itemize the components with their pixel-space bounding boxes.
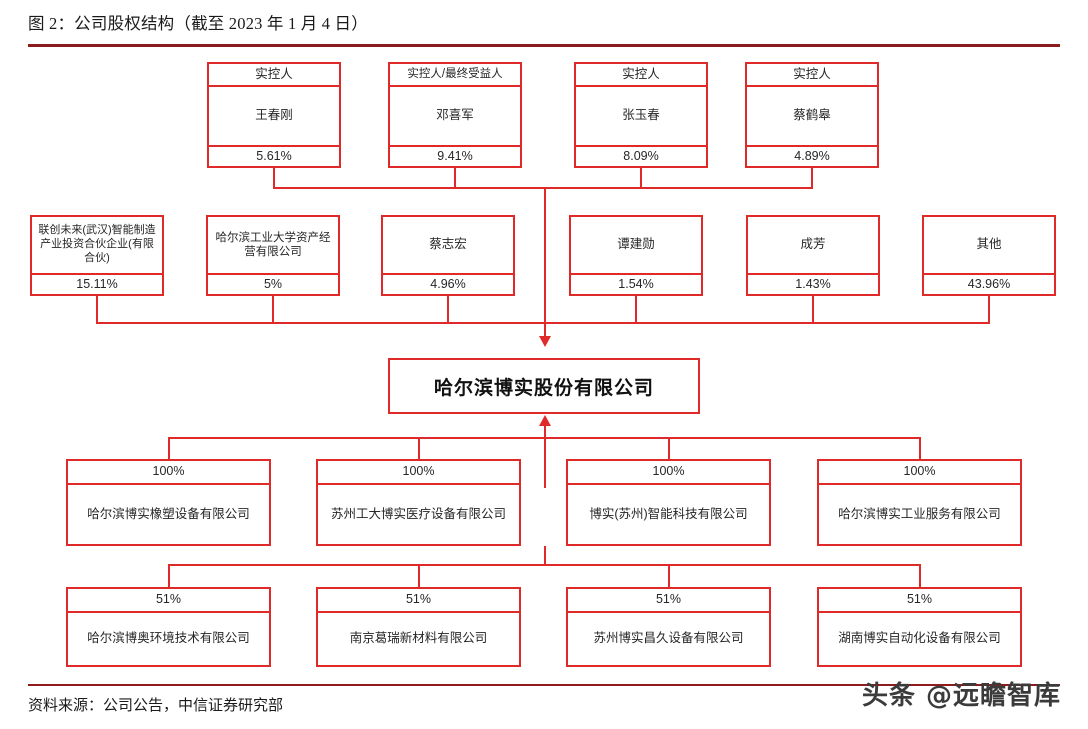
connector-controller-bus: [273, 187, 813, 189]
shareholder-stake-6: 43.96%: [924, 273, 1054, 294]
shareholder-name-3: 蔡志宏: [429, 237, 467, 252]
connector-s1-drop: [96, 296, 98, 324]
connector-spine-bottom-stub: [544, 426, 546, 440]
controller-role-2: 实控人/最终受益人: [390, 64, 520, 87]
controller-stake-3: 8.09%: [576, 145, 706, 166]
shareholder-box-4: 谭建勋 1.54%: [569, 215, 703, 296]
connector-sub2-d-drop: [919, 564, 921, 588]
connector-sub1-a-drop: [168, 437, 170, 460]
subsidiary-a4-name: 哈尔滨博实工业服务有限公司: [838, 506, 1001, 521]
shareholder-stake-2: 5%: [208, 273, 338, 294]
source-note: 资料来源：公司公告，中信证券研究部: [28, 698, 284, 714]
connector-c4-drop: [811, 168, 813, 189]
watermark-label: 头条 @远瞻智库: [862, 681, 1062, 711]
shareholder-box-2: 哈尔滨工业大学资产经营有限公司 5%: [206, 215, 340, 296]
connector-sub2-bus: [168, 564, 920, 566]
subsidiary-a4-stake: 100%: [819, 461, 1020, 485]
main-company-box: 哈尔滨博实股份有限公司: [388, 358, 700, 414]
connector-sub1-b-drop: [418, 437, 420, 460]
connector-s5-drop: [812, 296, 814, 324]
shareholder-name-5: 成芳: [800, 237, 826, 252]
controller-name-2: 邓喜军: [436, 108, 474, 123]
controller-box-4: 实控人 蔡鹤皋 4.89%: [745, 62, 879, 168]
controller-stake-1: 5.61%: [209, 145, 339, 166]
shareholder-stake-5: 1.43%: [748, 273, 878, 294]
controller-box-1: 实控人 王春刚 5.61%: [207, 62, 341, 168]
connector-sub1-d-drop: [919, 437, 921, 460]
controller-box-2: 实控人/最终受益人 邓喜军 9.41%: [388, 62, 522, 168]
subsidiary-a2-box: 100% 苏州工大博实医疗设备有限公司: [316, 459, 521, 546]
shareholder-name-1: 联创未来(武汉)智能制造产业投资合伙企业(有限合伙): [38, 224, 156, 264]
controller-box-3: 实控人 张玉春 8.09%: [574, 62, 708, 168]
subsidiary-b3-box: 51% 苏州博实昌久设备有限公司: [566, 587, 771, 667]
subsidiary-b2-stake: 51%: [318, 589, 519, 613]
connector-s3-drop: [447, 296, 449, 324]
connector-spine-top: [544, 187, 546, 339]
controller-role-3: 实控人: [576, 64, 706, 87]
page-title: 图 2：公司股权结构（截至 2023 年 1 月 4 日）: [28, 14, 368, 33]
subsidiary-a1-box: 100% 哈尔滨博实橡塑设备有限公司: [66, 459, 271, 546]
subsidiary-a3-name: 博实(苏州)智能科技有限公司: [589, 506, 748, 521]
connector-c3-drop: [640, 168, 642, 189]
subsidiary-b2-name: 南京葛瑞新材料有限公司: [349, 631, 488, 646]
controller-stake-4: 4.89%: [747, 145, 877, 166]
subsidiary-a4-box: 100% 哈尔滨博实工业服务有限公司: [817, 459, 1022, 546]
controller-stake-2: 9.41%: [390, 145, 520, 166]
connector-sub2-b-drop: [418, 564, 420, 588]
shareholder-box-3: 蔡志宏 4.96%: [381, 215, 515, 296]
subsidiary-a2-stake: 100%: [318, 461, 519, 485]
shareholder-box-5: 成芳 1.43%: [746, 215, 880, 296]
controller-role-4: 实控人: [747, 64, 877, 87]
subsidiary-a3-stake: 100%: [568, 461, 769, 485]
connector-sub2-c-drop: [668, 564, 670, 588]
subsidiary-b3-name: 苏州博实昌久设备有限公司: [593, 631, 744, 646]
connector-s4-drop: [635, 296, 637, 324]
connector-sub1-bus: [168, 437, 920, 439]
shareholder-name-4: 谭建勋: [617, 237, 655, 252]
subsidiary-b4-stake: 51%: [819, 589, 1020, 613]
subsidiary-a2-name: 苏州工大博实医疗设备有限公司: [330, 506, 506, 521]
connector-sub1-c-drop: [668, 437, 670, 460]
subsidiary-b4-box: 51% 湖南博实自动化设备有限公司: [817, 587, 1022, 667]
main-company-name: 哈尔滨博实股份有限公司: [433, 377, 654, 399]
subsidiary-b3-stake: 51%: [568, 589, 769, 613]
subsidiary-a1-stake: 100%: [68, 461, 269, 485]
arrow-into-company-top: [539, 336, 551, 347]
arrow-into-company-bottom: [539, 415, 551, 426]
subsidiary-b4-name: 湖南博实自动化设备有限公司: [838, 631, 1001, 646]
shareholder-box-1: 联创未来(武汉)智能制造产业投资合伙企业(有限合伙) 15.11%: [30, 215, 164, 296]
controller-role-1: 实控人: [209, 64, 339, 87]
connector-c1-drop: [273, 168, 275, 189]
shareholder-stake-4: 1.54%: [571, 273, 701, 294]
footer-divider: [28, 684, 1060, 686]
subsidiary-b1-box: 51% 哈尔滨博奥环境技术有限公司: [66, 587, 271, 667]
connector-sub2-a-drop: [168, 564, 170, 588]
connector-s6-drop: [988, 296, 990, 324]
connector-spine-bottom: [544, 437, 546, 488]
subsidiary-b2-box: 51% 南京葛瑞新材料有限公司: [316, 587, 521, 667]
title-divider: [28, 44, 1060, 47]
shareholder-name-6: 其他: [976, 237, 1002, 252]
shareholder-box-6: 其他 43.96%: [922, 215, 1056, 296]
connector-c2-drop: [454, 168, 456, 189]
subsidiary-a3-box: 100% 博实(苏州)智能科技有限公司: [566, 459, 771, 546]
shareholder-stake-1: 15.11%: [32, 273, 162, 294]
connector-spine-lower: [544, 546, 546, 566]
controller-name-1: 王春刚: [255, 108, 293, 123]
subsidiary-b1-name: 哈尔滨博奥环境技术有限公司: [87, 631, 250, 646]
figure-title: 图 2：公司股权结构（截至 2023 年 1 月 4 日）: [28, 12, 1060, 46]
subsidiary-b1-stake: 51%: [68, 589, 269, 613]
connector-s2-drop: [272, 296, 274, 324]
shareholder-name-2: 哈尔滨工业大学资产经营有限公司: [215, 231, 331, 258]
subsidiary-a1-name: 哈尔滨博实橡塑设备有限公司: [87, 506, 250, 521]
shareholder-stake-3: 4.96%: [383, 273, 513, 294]
controller-name-3: 张玉春: [622, 108, 660, 123]
connector-shareholder-bus: [96, 322, 990, 324]
controller-name-4: 蔡鹤皋: [793, 108, 831, 123]
